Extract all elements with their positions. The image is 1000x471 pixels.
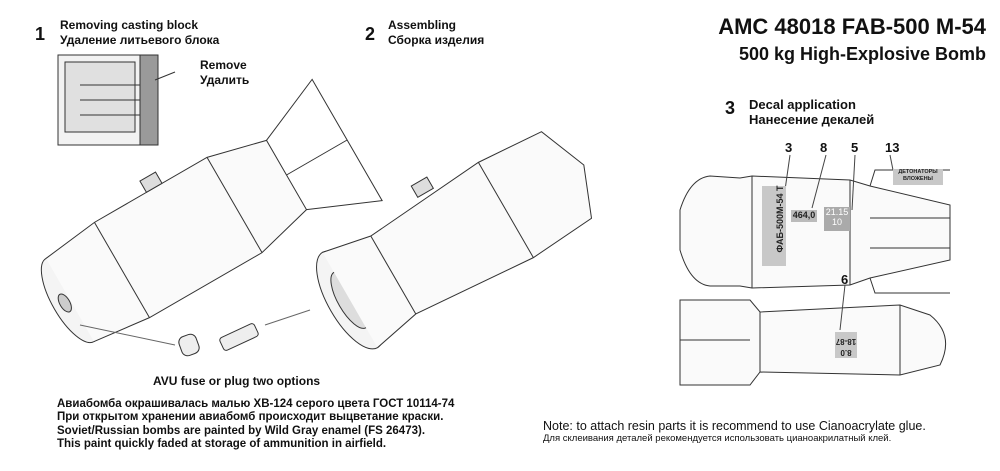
callout-6: 6: [841, 272, 849, 287]
remove-label: Remove Удалить: [200, 58, 249, 88]
glue-note: Note: to attach resin parts it is recomm…: [543, 419, 926, 444]
remove-label-en: Remove: [200, 58, 247, 72]
step-2-title: Assembling Сборка изделия: [388, 18, 484, 48]
glue-note-ru: Для склеивания деталей рекомендуется исп…: [543, 433, 892, 444]
bomb-step2: [316, 131, 593, 350]
step-2-title-ru: Сборка изделия: [388, 33, 485, 47]
decal-6-line2: 18-87: [835, 337, 857, 346]
step-2-title-en: Assembling: [388, 18, 457, 32]
remove-label-ru: Удалить: [200, 73, 250, 87]
step-3-title: Decal application Нанесение декалей: [749, 97, 874, 127]
step-1-title: Removing casting block Удаление литьевог…: [60, 18, 219, 48]
page-subtitle: 500 kg High-Explosive Bomb: [738, 44, 986, 64]
decal-3-text: ФАБ-500М-54: [775, 193, 785, 253]
bomb-decal-bottom: [679, 299, 947, 386]
step-3-number: 3: [725, 98, 736, 118]
decal-3: ФАБ-500М-54 Т: [762, 186, 786, 266]
decal-3-mark: Т: [775, 185, 785, 192]
paint-note-line-1: Авиабомба окрашивалась малью ХВ-124 серо…: [57, 398, 455, 410]
decal-5-line2: 10: [831, 217, 842, 227]
bomb-step1: [40, 78, 383, 344]
paint-note: Авиабомба окрашивалась малью ХВ-124 серо…: [57, 398, 454, 450]
decal-13-line2: ВЛОЖЕНЫ: [903, 176, 933, 182]
paint-note-line-2: При открытом хранении авиабомб происходи…: [57, 410, 444, 423]
step-2-number: 2: [365, 24, 376, 44]
decal-6-line1: 8.0: [840, 348, 852, 357]
fuse-parts: [79, 309, 311, 357]
decal-5-line1: 21.15: [825, 207, 849, 217]
glue-note-en: Note: to attach resin parts it is recomm…: [543, 419, 926, 433]
decal-13: ДЕТОНАТОРЫ ВЛОЖЕНЫ: [893, 169, 943, 185]
step-1-number: 1: [35, 24, 46, 44]
step-1-title-ru: Удаление литьевого блока: [60, 33, 220, 47]
paint-note-line-3: Soviet/Russian bombs are painted by Wild…: [57, 425, 426, 437]
decal-8: 464,0: [791, 210, 817, 222]
callout-3: 3: [785, 140, 793, 155]
callout-13: 13: [885, 140, 900, 155]
step-3-title-en: Decal application: [749, 97, 856, 112]
callout-5: 5: [851, 140, 859, 155]
page-title: AMC 48018 FAB-500 M-54: [718, 14, 986, 39]
decal-13-line1: ДЕТОНАТОРЫ: [898, 169, 938, 175]
paint-note-line-4: This paint quickly faded at storage of a…: [57, 437, 387, 450]
decal-6: 8.0 18-87: [835, 332, 857, 358]
fuse-caption: AVU fuse or plug two options: [153, 374, 321, 388]
casting-block-inset: [57, 54, 176, 146]
callout-8: 8: [820, 140, 828, 155]
step-3-title-ru: Нанесение декалей: [749, 112, 875, 127]
decal-5: 21.15 10: [824, 207, 850, 231]
bomb-decal-top: [679, 169, 951, 294]
step-1-title-en: Removing casting block: [60, 18, 199, 32]
